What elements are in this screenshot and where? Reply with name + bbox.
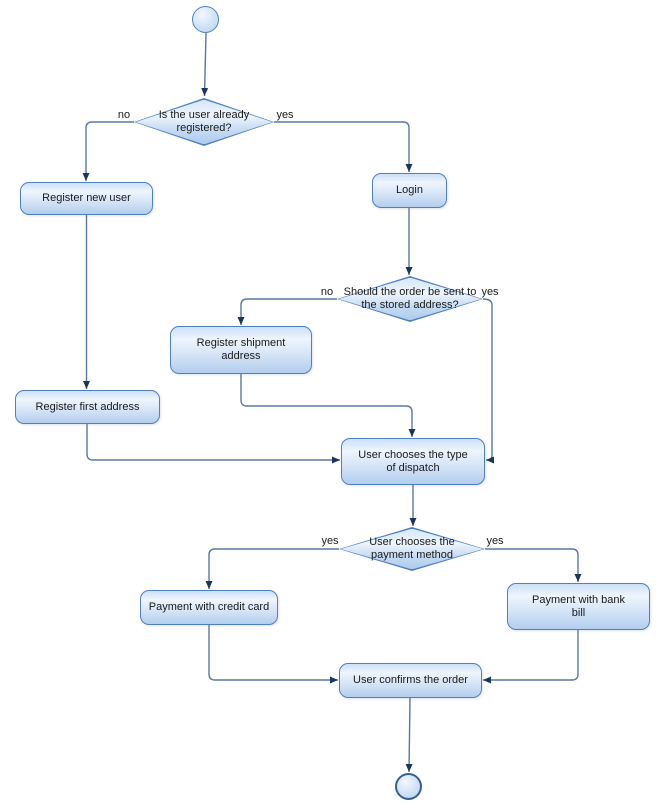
branch-label-yes: yes [486,535,504,547]
edge-register-first-address-to-dispatch [86,424,340,464]
action-label: User confirms the order [353,674,468,686]
action-label: Login [396,184,423,196]
decision-label: Is the user already registered? [158,109,250,134]
edge-confirms-to-end [405,697,413,773]
action-label: User chooses the type of dispatch [358,448,468,474]
action-login: Login [372,173,447,208]
decision-registered: Is the user already registered? [134,98,274,146]
action-payment-bank-bill: Payment with bank bill [507,583,650,630]
decision-label: User chooses the payment method [369,536,455,561]
action-register-new-user: Register new user [20,182,153,215]
action-label: Payment with bank bill [532,593,625,619]
edge-payment-yes-to-credit-card [205,548,339,589]
action-label: Payment with credit card [148,601,270,613]
decision-label: Should the order be sent to the stored a… [343,286,477,311]
action-user-chooses-dispatch: User chooses the type of dispatch [341,438,485,485]
branch-label-no: no [117,109,131,121]
edge-registered-no-to-register-new-user [82,121,134,181]
branch-label-yes: yes [481,286,499,298]
action-user-confirms-order: User confirms the order [339,663,482,698]
edge-credit-card-to-confirms [208,625,338,684]
branch-label-yes: yes [276,109,294,121]
edge-payment-yes-to-bank-bill [485,548,582,582]
branch-label-no: no [320,286,334,298]
edge-register-shipment-to-dispatch [240,374,416,437]
action-label: Register shipment address [196,337,286,362]
decision-stored-address: Should the order be sent to the stored a… [337,276,483,322]
branch-label-yes: yes [321,535,339,547]
action-register-first-address: Register first address [15,390,160,424]
action-register-shipment-address: Register shipment address [170,326,312,374]
edge-stored-address-no-to-register-shipment [237,298,337,325]
edge-start-to-registered [201,32,209,97]
action-payment-credit-card: Payment with credit card [140,590,278,625]
decision-payment-method: User chooses the payment method [339,527,485,571]
end-node [395,773,422,800]
action-label: Register first address [35,400,140,413]
edge-stored-address-yes-to-dispatch [482,298,494,464]
action-label: Register new user [42,192,131,204]
start-node [192,6,219,33]
edge-bank-bill-to-confirms [483,630,579,684]
edge-registered-yes-to-login [274,121,413,172]
